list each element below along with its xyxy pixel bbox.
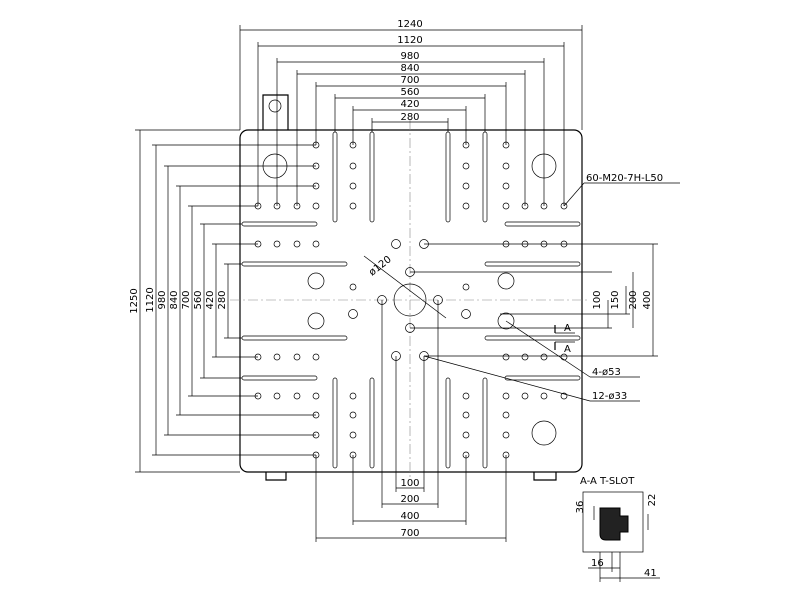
- tslot-dim-36: 36: [575, 501, 586, 514]
- left-dim-700: 700: [181, 290, 192, 309]
- right-dim-100: 100: [592, 290, 603, 309]
- section-mark-lower: A: [564, 344, 571, 355]
- left-dim-280: 280: [217, 290, 228, 309]
- tslot-title: A-A T-SLOT: [580, 476, 635, 487]
- bottom-dimensions: 100 200 400 700: [315, 300, 507, 542]
- left-dim-980: 980: [157, 290, 168, 309]
- center-bore: ø120: [363, 254, 447, 319]
- top-dim-280: 280: [400, 112, 419, 123]
- tslot-dim-22: 22: [647, 494, 658, 507]
- section-mark-upper: A: [564, 323, 571, 334]
- leader-notes: 60-M20-7H-L50 4-ø53 12-ø33: [423, 173, 680, 402]
- tslot-dim-41: 41: [644, 568, 657, 579]
- right-dim-200: 200: [628, 290, 639, 309]
- top-dim-700: 700: [400, 75, 419, 86]
- tslot-detail: A-A T-SLOT 36 22 16 41: [575, 476, 660, 582]
- right-dim-400: 400: [642, 290, 653, 309]
- top-dim-840: 840: [400, 63, 419, 74]
- top-dim-1120: 1120: [397, 35, 422, 46]
- left-dim-1250: 1250: [129, 288, 140, 313]
- large-holes: [262, 153, 557, 446]
- left-dim-1120: 1120: [145, 287, 156, 312]
- right-dimensions: 100 150 200 400: [410, 243, 658, 357]
- small-holes-note: 12-ø33: [592, 391, 627, 402]
- center-lines: [230, 120, 590, 480]
- top-dimensions: 1240 1120 980 840 700 560 420 280: [239, 19, 583, 206]
- top-dim-560: 560: [400, 87, 419, 98]
- bottom-dim-200: 200: [400, 494, 419, 505]
- left-dimensions: 1250 1120 980 840 700 560 420 280: [129, 129, 316, 473]
- right-dim-150: 150: [610, 290, 621, 309]
- top-dim-980: 980: [400, 51, 419, 62]
- bottom-dim-700: 700: [400, 528, 419, 539]
- center-bore-label: ø120: [367, 254, 394, 278]
- top-dim-1240: 1240: [397, 19, 422, 30]
- left-dim-560: 560: [193, 290, 204, 309]
- large-holes-note: 4-ø53: [592, 367, 621, 378]
- threaded-holes-note: 60-M20-7H-L50: [586, 173, 663, 184]
- left-dim-840: 840: [169, 290, 180, 309]
- left-dim-420: 420: [205, 290, 216, 309]
- platen-outline: [239, 94, 583, 481]
- bottom-dim-400: 400: [400, 511, 419, 522]
- section-marks: A A: [554, 323, 575, 355]
- tslot-section: [599, 507, 629, 541]
- bottom-dim-100: 100: [400, 478, 419, 489]
- tslot-dim-16: 16: [591, 558, 604, 569]
- top-dim-420: 420: [400, 99, 419, 110]
